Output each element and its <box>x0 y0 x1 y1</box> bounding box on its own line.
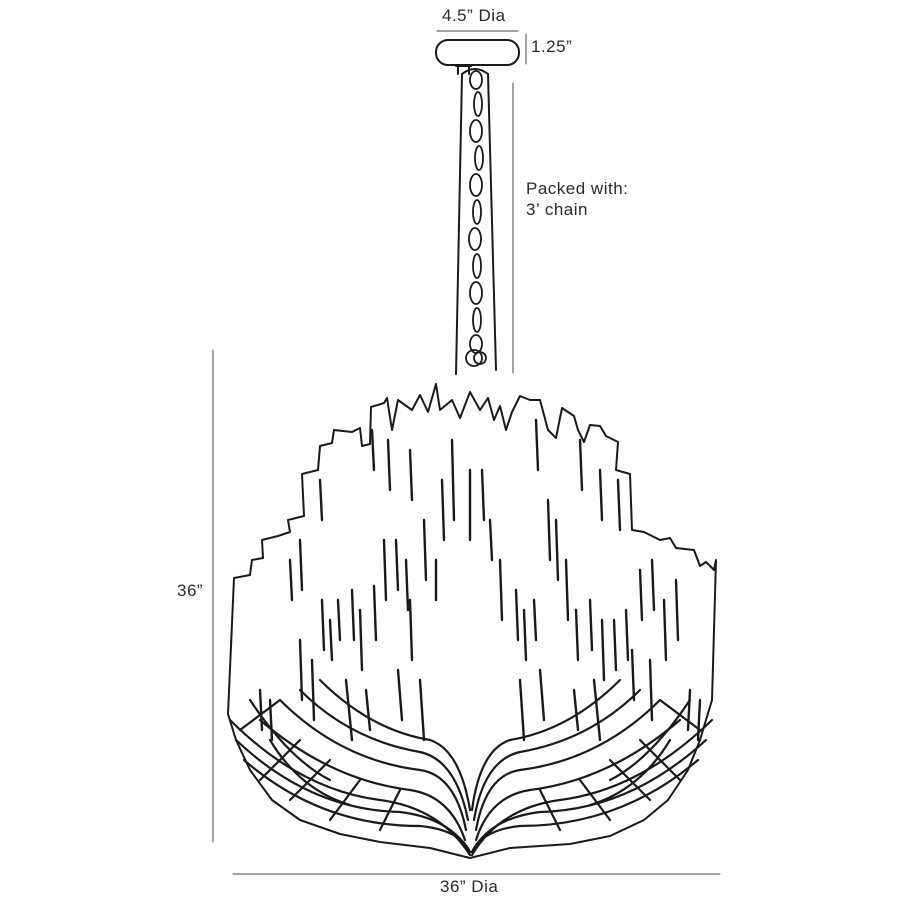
strip-details <box>258 418 702 742</box>
lower-swags <box>228 678 714 857</box>
downrod <box>455 65 497 375</box>
chain <box>465 70 487 367</box>
canopy-diameter-label: 4.5” Dia <box>442 6 506 25</box>
fixture-diameter-label: 36” Dia <box>440 877 499 896</box>
chain-note-line1: Packed with: <box>526 179 629 198</box>
fixture-outline <box>227 383 717 859</box>
canopy <box>435 39 520 66</box>
fixture-height-label: 36” <box>177 581 204 600</box>
chain-note-line2: 3’ chain <box>526 200 588 219</box>
canopy-height-label: 1.25” <box>531 37 573 56</box>
